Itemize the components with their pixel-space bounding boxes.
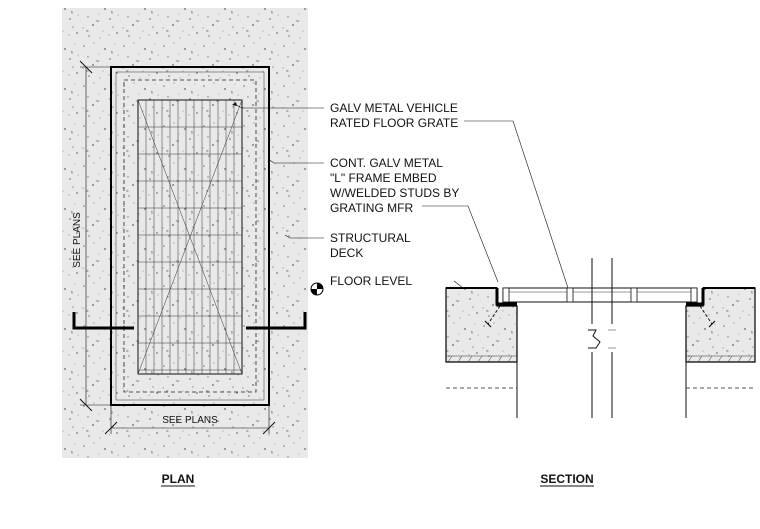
leader-floor-level xyxy=(453,280,464,289)
leader-grate-plan-arrow xyxy=(232,102,237,106)
floor-level-marker-icon xyxy=(310,282,324,296)
section-view: SECTION xyxy=(445,258,756,487)
note-deck-line2: DECK xyxy=(330,246,363,260)
section-column-break-symbol-right xyxy=(608,329,616,349)
leader-deck-plan xyxy=(284,234,324,239)
section-welded-stud-left xyxy=(484,305,501,328)
note-frame-line3: W/WELDED STUDS BY xyxy=(330,186,459,200)
plan-frame-dashed xyxy=(123,79,257,393)
plan-title: PLAN xyxy=(162,472,195,486)
section-title: SECTION xyxy=(540,472,593,486)
section-grate-bearing-bars xyxy=(502,287,698,303)
note-frame-line1: CONT. GALV METAL xyxy=(330,156,443,170)
plan-frame-inner xyxy=(115,71,265,401)
plan-dim-horizontal-label: SEE PLANS xyxy=(162,415,218,426)
section-metal-deck-left xyxy=(446,355,517,363)
section-column-break-mask xyxy=(588,324,616,352)
leader-frame-plan xyxy=(267,158,324,164)
section-metal-deck-right xyxy=(686,355,755,363)
note-grate-line1: GALV METAL VEHICLE xyxy=(330,101,458,115)
section-welded-stud-right xyxy=(699,305,716,328)
plan-l-frame-left xyxy=(72,312,134,330)
note-floor-level: FLOOR LEVEL xyxy=(330,274,412,288)
plan-l-frame-right xyxy=(246,312,307,330)
section-l-frame-right xyxy=(686,288,705,306)
leader-grate-section xyxy=(464,120,569,289)
section-column-break-symbol xyxy=(588,329,601,349)
section-grate xyxy=(502,287,698,303)
plan-dim-vertical-label: SEE PLANS xyxy=(72,212,83,268)
plan-grate-bars xyxy=(138,100,242,374)
section-l-frame-left xyxy=(495,288,517,306)
note-frame-line2: "L" FRAME EMBED xyxy=(330,171,437,185)
leader-frame-section xyxy=(422,205,499,283)
note-frame-line4: GRATING MFR xyxy=(330,201,413,215)
annotations: GALV METAL VEHICLE RATED FLOOR GRATE CON… xyxy=(232,101,569,296)
plan-floor-grate xyxy=(137,99,243,375)
note-grate-line2: RATED FLOOR GRATE xyxy=(330,116,458,130)
plan-grate-diagonal-2 xyxy=(137,99,243,375)
note-deck-line1: STRUCTURAL xyxy=(330,231,411,245)
plan-concrete-slab xyxy=(62,8,308,458)
plan-view: SEE PLANS SEE PLANS PLAN xyxy=(62,8,308,487)
plan-frame-outer xyxy=(110,66,270,406)
